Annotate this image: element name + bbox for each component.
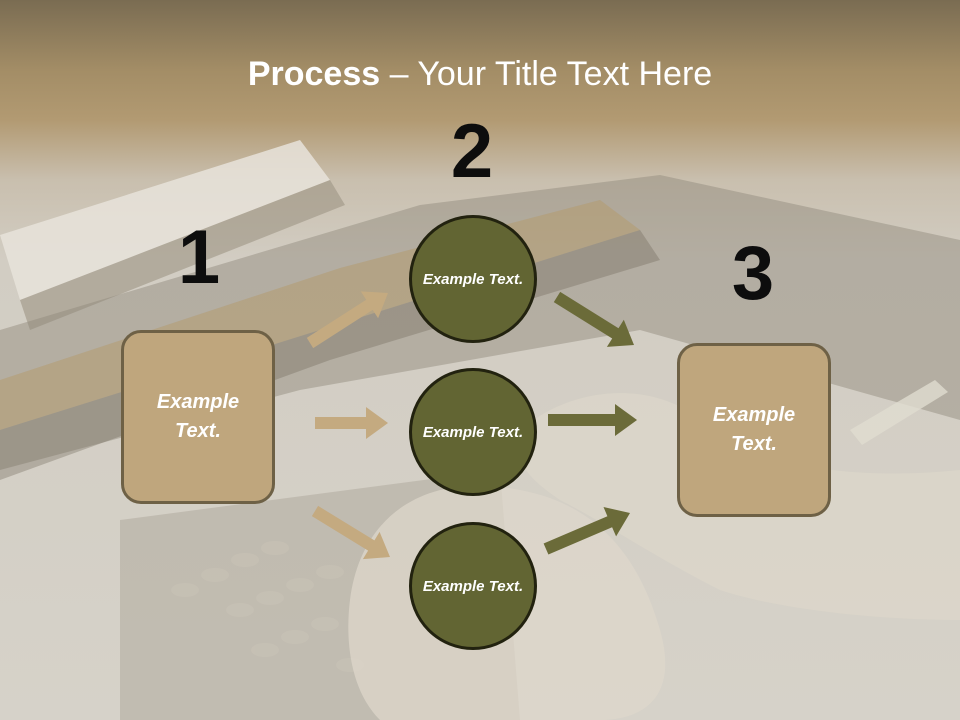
step-2-circle-bottom: Example Text. — [409, 522, 537, 650]
arrow-box1-to-circle-top — [306, 291, 388, 349]
arrow-box1-to-circle-bottom — [311, 505, 390, 560]
circle-top-label: Example Text. — [422, 270, 524, 288]
arrow-circle-middle-to-box3 — [548, 404, 637, 436]
step-1-label: Example Text. — [156, 391, 240, 442]
arrow-box1-to-circle-middle — [315, 407, 388, 439]
step-2-circle-top: Example Text. — [409, 215, 537, 343]
step-2-number: 2 — [450, 109, 494, 194]
step-2-circle-middle: Example Text. — [409, 368, 537, 496]
step-3-number: 3 — [731, 231, 775, 316]
circle-bottom-label: Example Text. — [422, 577, 524, 595]
title-bold: Process — [247, 55, 381, 93]
step-1-number: 1 — [177, 215, 221, 300]
slide-title: Process – Your Title Text Here — [0, 52, 960, 96]
step-3-box: Example Text. — [677, 343, 831, 517]
title-rest: – Your Title Text Here — [380, 55, 713, 93]
arrow-circle-top-to-box3 — [553, 291, 634, 347]
arrow-circle-bottom-to-box3 — [543, 507, 630, 555]
circle-middle-label: Example Text. — [422, 423, 524, 441]
step-3-label: Example Text. — [712, 404, 796, 455]
step-1-box: Example Text. — [121, 330, 275, 504]
